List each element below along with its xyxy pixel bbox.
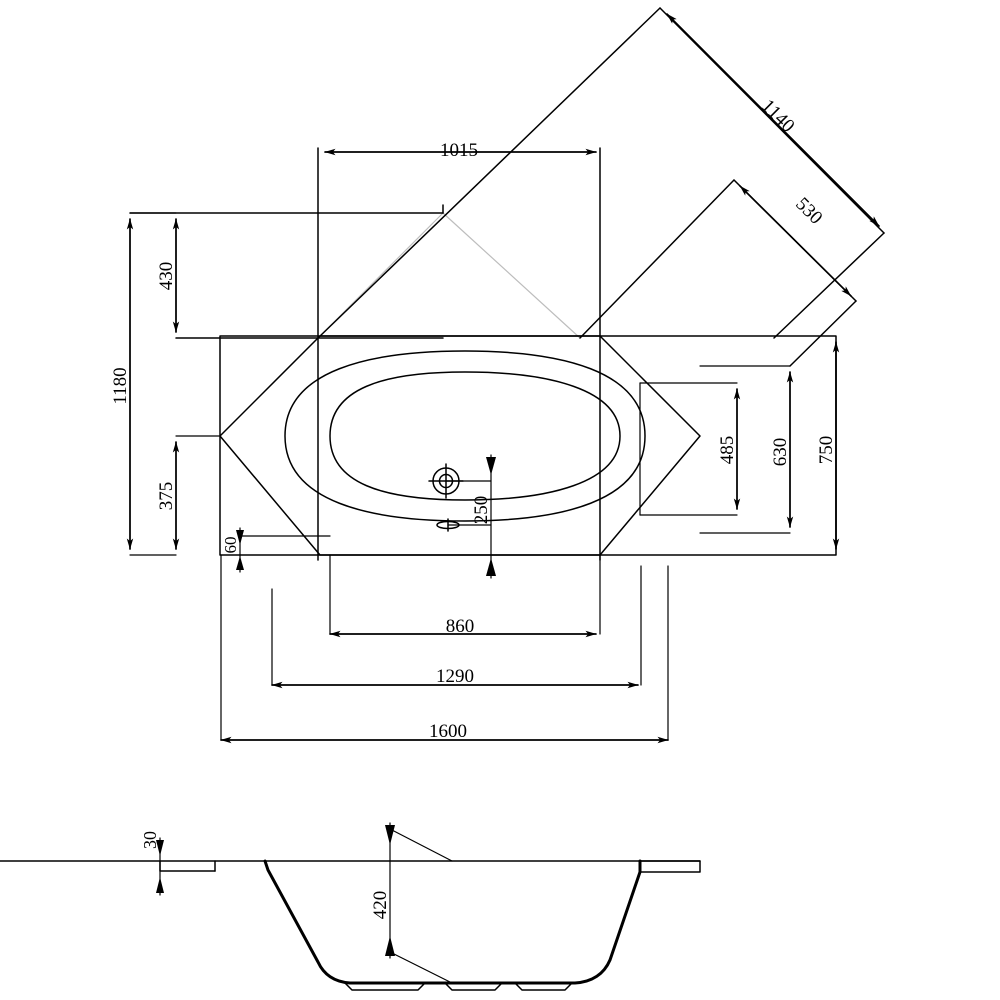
section-left-flange xyxy=(159,860,216,872)
dimension-250-label: 250 xyxy=(471,496,492,525)
dimension-860-label: 860 xyxy=(446,616,475,637)
dimension-1140: 1140 xyxy=(666,13,880,227)
bathtub-rim-outline xyxy=(219,335,701,556)
dimension-60-label: 60 xyxy=(221,537,240,554)
dimension-430: 430 xyxy=(156,218,180,333)
dimension-375-label: 375 xyxy=(156,482,177,511)
dimension-1290: 1290 xyxy=(271,565,642,689)
construction-lines xyxy=(317,212,581,339)
dimension-530-label: 530 xyxy=(791,194,826,229)
dimension-420-label: 420 xyxy=(370,891,391,920)
dimension-630-label: 630 xyxy=(770,438,791,467)
dimension-530: 530 xyxy=(739,185,852,297)
dimension-1015-label: 1015 xyxy=(440,140,478,161)
dimension-60: 60 xyxy=(221,527,331,573)
dimension-1180-label: 1180 xyxy=(110,367,131,404)
dimension-430-label: 430 xyxy=(156,262,177,291)
dimension-485-label: 485 xyxy=(717,436,738,465)
upper-reference-block xyxy=(129,212,444,339)
dimension-420: 420 xyxy=(370,822,395,959)
dimension-1290-label: 1290 xyxy=(436,666,474,687)
dimension-1600-label: 1600 xyxy=(429,721,467,742)
dimension-250: 250 xyxy=(445,454,496,579)
dimension-1140-label: 1140 xyxy=(757,95,798,136)
plan-extension-lines xyxy=(317,147,601,561)
dimension-375: 375 xyxy=(156,435,221,550)
section-base-pads xyxy=(344,982,573,991)
plan-outer-rectangle xyxy=(219,335,837,556)
bathtub-bowl-inner xyxy=(329,371,621,501)
dimension-30: 30 xyxy=(140,831,164,896)
dimension-1180: 1180 xyxy=(110,212,177,556)
dimension-1015: 1015 xyxy=(324,140,597,161)
section-right-flange xyxy=(639,860,701,873)
section-tub-profile xyxy=(263,859,642,985)
outer-diamond-1140 xyxy=(317,7,885,339)
dimension-630: 630 xyxy=(699,365,794,534)
section-depth-leaders xyxy=(389,828,453,984)
bathtub-bowl-outer xyxy=(284,350,646,522)
dimension-860: 860 xyxy=(329,554,601,638)
dimension-485: 485 xyxy=(639,382,741,516)
dimension-1600: 1600 xyxy=(220,554,669,744)
dimension-750: 750 xyxy=(816,341,840,550)
dimension-750-label: 750 xyxy=(816,436,837,465)
dimension-30-label: 30 xyxy=(140,831,160,849)
